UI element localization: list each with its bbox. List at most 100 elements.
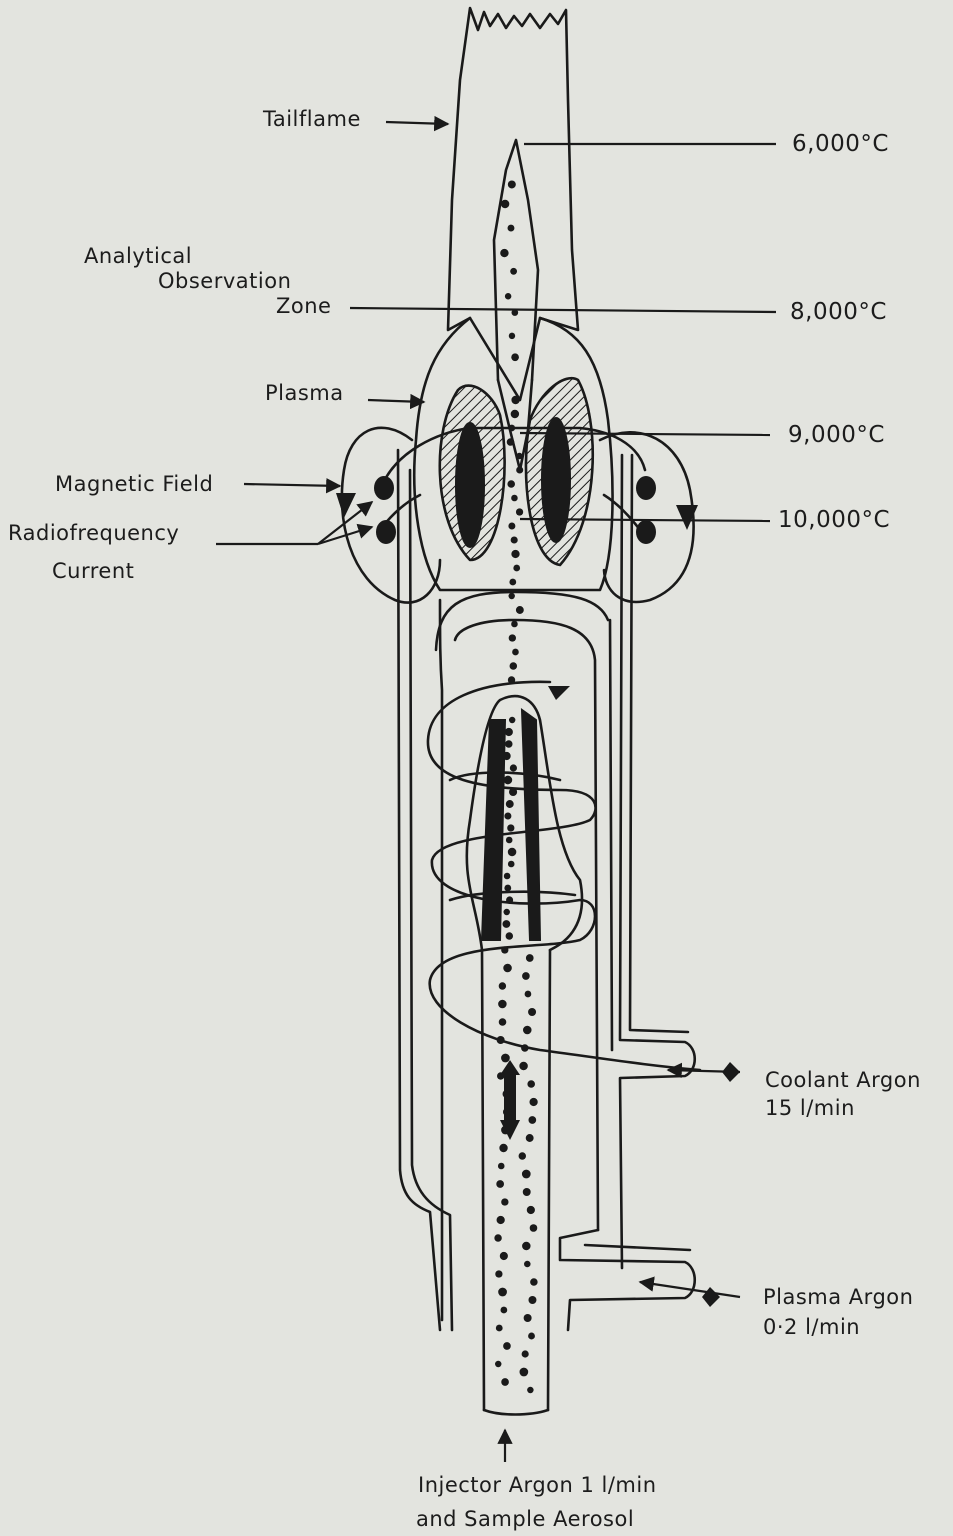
sample-particle (497, 1072, 504, 1079)
sample-particle (501, 1378, 509, 1386)
sample-particle (509, 333, 515, 339)
sample-particle (496, 1325, 503, 1332)
sample-particle (500, 1307, 507, 1314)
sample-particle (513, 565, 520, 572)
sample-particle (498, 1000, 507, 1009)
sample-particle (520, 1368, 529, 1377)
sample-particle (503, 909, 509, 915)
sample-particle (519, 1062, 528, 1071)
sample-particle (526, 954, 534, 962)
sample-particle (519, 1152, 526, 1159)
label-magnetic-field: Magnetic Field (55, 471, 213, 497)
sample-particle (509, 788, 517, 796)
sample-particle (522, 1350, 529, 1357)
inner-cone (494, 140, 538, 380)
sample-particle (501, 1126, 510, 1135)
sample-particle (495, 1361, 501, 1367)
sample-particle (496, 1180, 504, 1188)
sample-particle (507, 824, 514, 831)
sample-particle (499, 982, 506, 989)
sample-particle (521, 1044, 529, 1052)
label-plasma-argon: Plasma Argon (763, 1284, 913, 1310)
sample-particle (509, 579, 516, 586)
sample-particle (503, 964, 512, 973)
sample-particle (503, 752, 511, 760)
label-injector-argon: Injector Argon 1 l/min (418, 1472, 657, 1498)
label-plasma-flow: 0·2 l/min (763, 1314, 860, 1340)
label-zone: Zone (276, 293, 331, 319)
sample-particle (522, 1242, 531, 1251)
sample-particle (504, 812, 511, 819)
temp-6000: 6,000°C (792, 131, 889, 157)
sample-particle (511, 353, 519, 361)
label-analytical: Analytical (84, 243, 192, 269)
sample-particle (512, 649, 519, 656)
sample-particle (497, 1216, 505, 1224)
sample-particle (510, 268, 517, 275)
sample-particle (506, 932, 513, 939)
sample-particle (505, 728, 513, 736)
sample-particle (501, 200, 509, 208)
sample-particle (511, 495, 518, 502)
tailflame-shape (448, 8, 578, 400)
sample-particle (529, 1098, 537, 1106)
sample-particle (511, 536, 518, 543)
label-radiofrequency: Radiofrequency (8, 520, 179, 546)
label-tailflame: Tailflame (263, 106, 361, 132)
injector-tube (482, 950, 484, 1410)
sample-particle (508, 225, 515, 232)
sample-particle (508, 523, 515, 530)
sample-particle (502, 920, 510, 928)
sample-particle (495, 1270, 502, 1277)
sample-particle (516, 466, 523, 473)
sample-particle (522, 972, 530, 980)
sample-particle (527, 1387, 533, 1393)
magnetic-loop-right (600, 432, 694, 602)
sample-particle (530, 1278, 538, 1286)
sample-particle (505, 740, 512, 747)
label-sample-aerosol: and Sample Aerosol (416, 1506, 634, 1532)
sample-particle (526, 1134, 534, 1142)
sample-particle (503, 1090, 511, 1098)
sample-particle (516, 453, 523, 460)
sample-particle (494, 1234, 501, 1241)
sample-particle (499, 1144, 507, 1152)
sample-particle (524, 1261, 531, 1268)
sample-particle (528, 1333, 535, 1340)
sample-particle (501, 946, 508, 953)
sample-particle (523, 1188, 531, 1196)
sample-particle (509, 593, 515, 599)
sample-particle (528, 1008, 536, 1016)
sample-particle (510, 764, 517, 771)
label-observation: Observation (158, 268, 291, 294)
sample-particle (508, 425, 515, 432)
temp-10000: 10,000°C (778, 507, 890, 533)
sample-particle (507, 480, 515, 488)
sample-particle (528, 1116, 536, 1124)
sample-particle (503, 1108, 512, 1117)
sample-particle (525, 991, 532, 998)
sample-particle (505, 293, 511, 299)
temp-9000: 9,000°C (788, 422, 885, 448)
sample-particle (500, 1252, 508, 1260)
sample-particle (509, 634, 516, 641)
label-current: Current (52, 558, 134, 584)
sample-particle (516, 508, 523, 515)
sample-particle (530, 1224, 538, 1232)
label-coolant-flow: 15 l/min (765, 1095, 855, 1121)
sample-particle (498, 1288, 507, 1297)
label-plasma: Plasma (265, 380, 344, 406)
sample-particle (499, 1018, 507, 1026)
sample-particle (516, 606, 524, 614)
sample-particle (504, 873, 511, 880)
sample-particle (504, 885, 511, 892)
sample-particle (503, 1342, 511, 1350)
label-coolant-argon: Coolant Argon (765, 1067, 921, 1093)
sample-particle (506, 800, 514, 808)
sample-particle (527, 1080, 535, 1088)
sample-particle (528, 1296, 536, 1304)
sample-particle (511, 621, 518, 628)
sample-particle (511, 410, 519, 418)
sample-particle (511, 550, 519, 558)
